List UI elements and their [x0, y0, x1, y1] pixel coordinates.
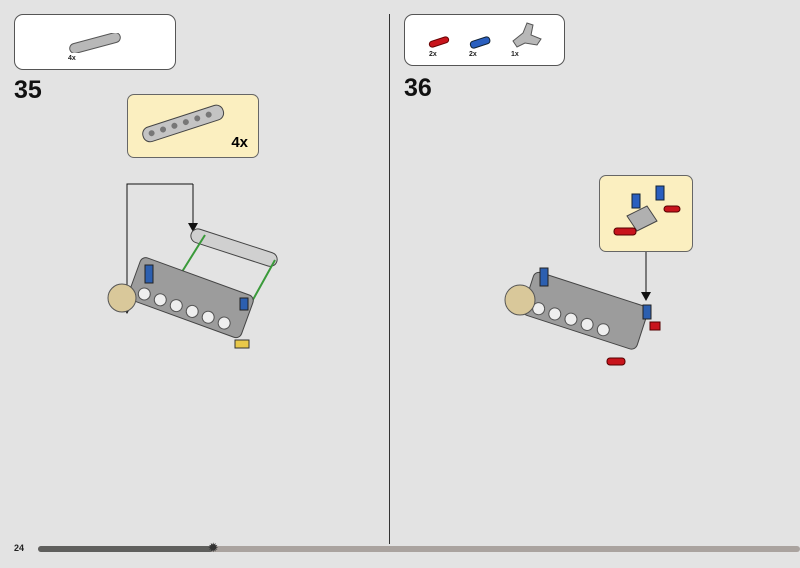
step-number: 36: [404, 74, 432, 102]
part-qty: 2x: [429, 51, 437, 58]
gear-marker-icon: ✹: [207, 540, 219, 555]
parts-list-step-35: 4x: [14, 14, 176, 70]
progress-bar: ✹: [38, 541, 800, 555]
beam-part-icon: [69, 33, 121, 53]
red-axle-pin-icon: [428, 36, 450, 48]
assembly-35-illustration: [107, 183, 278, 349]
progress-fill: [38, 546, 214, 552]
page-number: 24: [14, 543, 25, 553]
connector-subassembly-icon: [613, 185, 681, 236]
callout-qty: 4x: [231, 134, 248, 151]
step-number: 35: [14, 76, 42, 104]
subassembly-callout: 4x: [127, 94, 259, 158]
gray-connector-icon: [512, 22, 542, 48]
blue-pin-icon: [469, 36, 491, 49]
page-divider: [389, 14, 390, 544]
beam-part-icon: [142, 104, 225, 143]
part-qty: 4x: [68, 55, 76, 62]
subassembly-callout: [599, 175, 693, 252]
parts-list-step-36: 2x 2x 1x: [404, 14, 565, 66]
part-qty: 1x: [511, 51, 519, 58]
part-qty: 2x: [469, 51, 477, 58]
assembly-36-illustration: [504, 252, 661, 366]
